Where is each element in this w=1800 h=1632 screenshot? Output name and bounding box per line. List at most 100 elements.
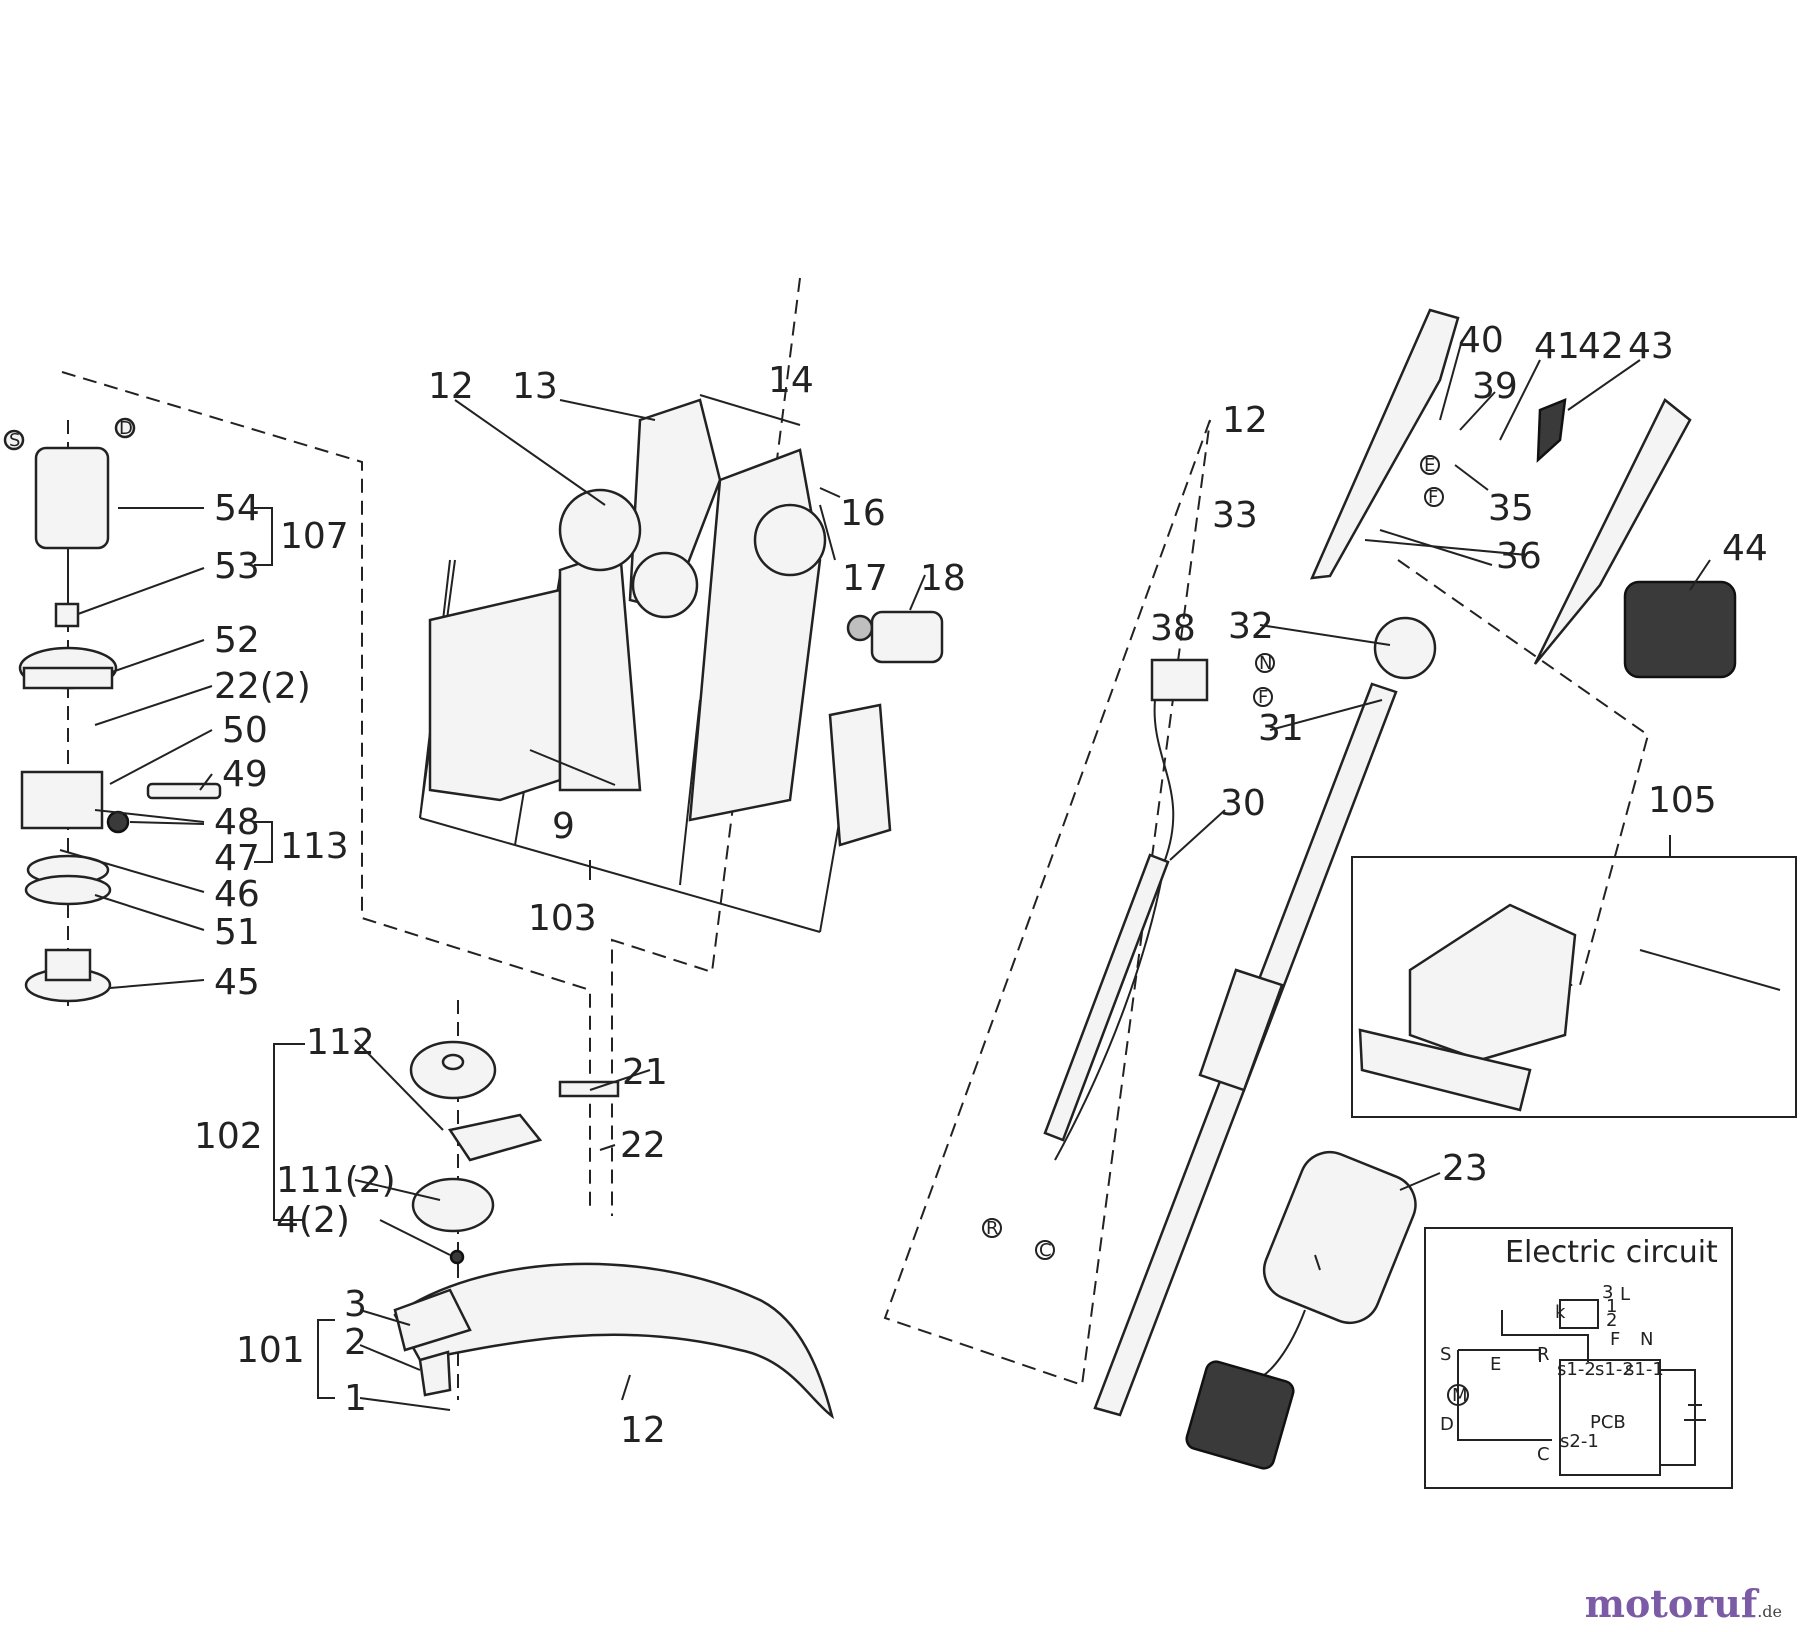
terminal-s11: s1-1 [1625, 1359, 1664, 1380]
guard-bracket-3 [393, 1288, 472, 1352]
watermark-logo: motoruf.de [1585, 1581, 1782, 1626]
callout-31: 31 [1258, 708, 1304, 749]
guard-piece [828, 703, 892, 847]
motor-54 [34, 446, 110, 550]
inset-105 [1351, 856, 1797, 1118]
nut-4 [449, 1249, 465, 1265]
aux-handle-grip [1358, 1028, 1532, 1112]
watermark-brand: motoruf [1584, 1581, 1758, 1626]
handle-left-half [1309, 308, 1460, 580]
motor-symbol-label: M [1452, 1385, 1468, 1406]
callout-17: 17 [842, 558, 888, 599]
circuit-label-R: R [1537, 1344, 1550, 1365]
housing-left [428, 588, 562, 802]
callout-103: 103 [528, 898, 597, 939]
leader-lines [59, 339, 1711, 1411]
switch-38 [1150, 658, 1209, 702]
callout-35: 35 [1488, 488, 1534, 529]
gear-112-hole [441, 1053, 465, 1071]
bearing-ring [753, 503, 827, 577]
watermark-tld: .de [1757, 1602, 1782, 1621]
circuit-label-N: N [1640, 1329, 1653, 1350]
circuit-label-S: S [1440, 1344, 1451, 1365]
callout-107: 107 [280, 516, 349, 557]
callout-46: 46 [214, 874, 260, 915]
pcb-box [1559, 1359, 1661, 1476]
callout-112: 112 [306, 1022, 375, 1063]
terminal-s21: s2-1 [1560, 1431, 1599, 1452]
marker-n: N [1259, 653, 1272, 674]
callout-38: 38 [1150, 608, 1196, 649]
circuit-wire-top [1501, 1310, 1589, 1362]
marker-r: R [986, 1218, 999, 1239]
circuit-label-3: 3 [1602, 1282, 1613, 1303]
callout-41: 41 [1534, 326, 1580, 367]
callout-45: 45 [214, 962, 260, 1003]
spring-17 [846, 614, 874, 642]
circuit-label-C: C [1537, 1444, 1550, 1465]
callout-21: 21 [622, 1052, 668, 1093]
callout-9: 9 [552, 806, 575, 847]
callout-49: 49 [222, 754, 268, 795]
circuit-wire-motor [1457, 1350, 1552, 1441]
battery-44 [1623, 580, 1737, 679]
circuit-label-D: D [1440, 1414, 1454, 1435]
callout-105: 105 [1648, 780, 1717, 821]
circuit-wire-batt [1660, 1369, 1696, 1466]
gear-ring-a [558, 488, 642, 572]
circuit-title: Electric circuit [1505, 1235, 1718, 1270]
circuit-label-E: E [1490, 1354, 1501, 1375]
callout-12-right: 12 [1222, 400, 1268, 441]
pcb-label: PCB [1590, 1412, 1626, 1433]
callout-54: 54 [214, 488, 260, 529]
callout-43: 43 [1628, 326, 1674, 367]
marker-c: C [1039, 1240, 1052, 1261]
circuit-wire-main [1458, 1349, 1541, 1362]
charger-adapter [1185, 1360, 1295, 1470]
callout-44: 44 [1722, 528, 1768, 569]
charger-23 [1262, 1150, 1417, 1324]
gear-18 [870, 610, 944, 664]
circuit-label-1: 1 [1606, 1296, 1617, 1317]
gear-ring-b [631, 551, 699, 619]
callout-36: 36 [1496, 536, 1542, 577]
circled-markers: S D N F R C E F [4, 418, 1444, 1261]
assembly-outline-shaft [883, 419, 1211, 1387]
callout-48: 48 [214, 802, 260, 843]
aux-handle-loop [1408, 903, 1577, 1062]
marker-f2: F [1428, 487, 1438, 508]
callout-30: 30 [1220, 783, 1266, 824]
coupler-53 [54, 602, 80, 628]
callout-12-bottom: 12 [620, 1410, 666, 1451]
callout-labels: 54 53 107 52 22(2) 50 49 48 47 113 46 51… [194, 320, 1768, 1451]
connector-32 [1373, 616, 1437, 680]
callout-39: 39 [1472, 366, 1518, 407]
bracket-112 [447, 1113, 543, 1162]
charger-cable [1254, 1309, 1306, 1381]
spring-49 [146, 782, 222, 800]
nut-47 [106, 810, 130, 834]
spiral-cable [1043, 853, 1170, 1142]
spool-51 [24, 874, 112, 906]
circuit-box [1424, 1227, 1733, 1489]
callout-52: 52 [214, 620, 260, 661]
callout-32: 32 [1228, 606, 1274, 647]
guard-shell [393, 1262, 835, 1420]
terminal-s12b: s1-2 [1595, 1359, 1634, 1380]
circuit-switch [1559, 1299, 1599, 1329]
callout-16: 16 [840, 493, 886, 534]
guard-clip-2 [418, 1350, 452, 1397]
marker-s: S [9, 430, 20, 451]
callout-42: 42 [1578, 326, 1624, 367]
circuit-motor-symbol [1447, 1384, 1469, 1406]
assembly-outline-gear [611, 277, 801, 1216]
callout-12-top: 12 [428, 366, 474, 407]
cap-45-top [44, 948, 92, 982]
assembly-outline-motor [61, 371, 591, 1212]
bracket-103 [419, 817, 821, 933]
callout-23: 23 [1442, 1148, 1488, 1189]
circuit-label-F: F [1610, 1329, 1620, 1350]
trigger-43 [1536, 398, 1567, 463]
handle-right-half [1533, 398, 1692, 665]
